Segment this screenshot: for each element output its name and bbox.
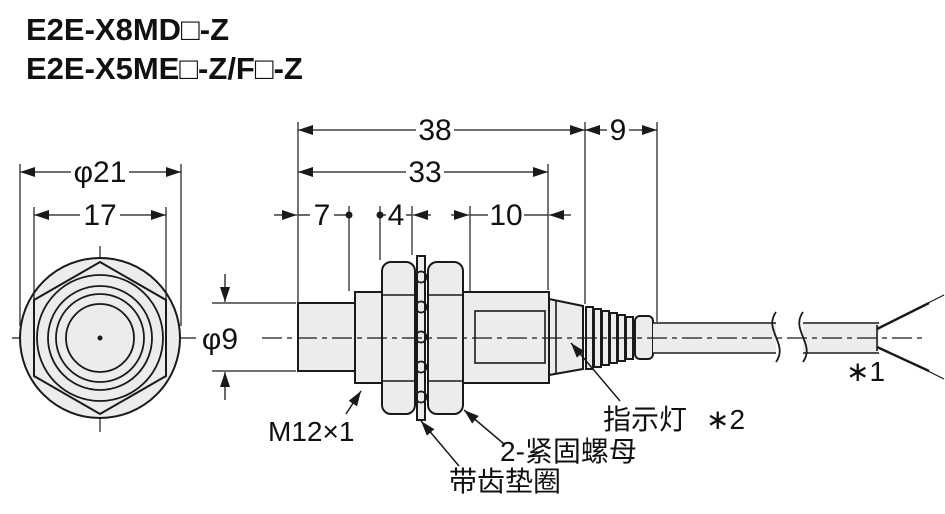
washer-tooth <box>414 270 428 284</box>
sensing-tip-cylinder <box>297 302 356 372</box>
washer-tooth <box>414 330 428 344</box>
dim-value-phi9: φ9 <box>202 323 238 356</box>
indicator-label: 指示灯 <box>603 404 687 435</box>
leader-arrow <box>463 409 505 445</box>
lead-wire-upper-tip <box>927 294 945 304</box>
front-ring-chamfer <box>36 274 164 402</box>
dimension-38: 38 <box>297 114 586 304</box>
dim-value-7: 7 <box>314 199 331 232</box>
callout-thread: M12×1 <box>268 390 362 447</box>
indicator-note: ∗2 <box>706 404 745 435</box>
product-code-line2: E2E-X5ME□-Z/F□-Z <box>26 51 303 86</box>
dimension-10: 10 <box>451 199 571 291</box>
front-ring-core <box>65 303 135 373</box>
leader-arrow <box>420 420 460 467</box>
product-code-line1: E2E-X8MD□-Z <box>26 12 230 47</box>
cable-note: ∗1 <box>846 356 885 387</box>
lead-wire-upper <box>876 301 930 331</box>
cable <box>653 294 945 380</box>
dim-value-4: 4 <box>388 199 405 232</box>
dimension-4: 4 <box>376 199 431 260</box>
dim-value-17: 17 <box>83 199 116 232</box>
dimension-9: 9 <box>585 114 658 322</box>
dim-value-9: 9 <box>610 114 627 147</box>
housing-sleeve-band <box>474 310 546 364</box>
nuts-label: 2-紧固螺母 <box>500 436 637 467</box>
lead-wire-lower-tip <box>927 370 945 380</box>
thread-label: M12×1 <box>268 416 354 447</box>
front-ring-outer <box>47 285 153 391</box>
washer-tooth <box>414 300 428 314</box>
callout-nuts: 2-紧固螺母 <box>463 409 637 467</box>
dimension-phi21: φ21 <box>19 156 182 326</box>
washer-label: 带齿垫圈 <box>449 466 561 497</box>
washer-tooth <box>414 390 428 404</box>
washer-tooth <box>414 360 428 374</box>
front-ring-middle <box>55 293 145 383</box>
dimension-phi9: φ9 <box>202 274 296 400</box>
dim-value-38: 38 <box>418 114 451 147</box>
dim-value-10: 10 <box>489 199 522 232</box>
front-center-mark <box>97 335 103 341</box>
leader-arrow <box>345 390 362 415</box>
callout-washer: 带齿垫圈 <box>420 420 561 497</box>
callout-indicator: 指示灯 ∗2 <box>570 342 745 435</box>
dimension-7: 7 <box>274 199 353 291</box>
cable-break-curve <box>771 311 781 363</box>
cable-clamp <box>548 297 584 377</box>
dim-value-phi21: φ21 <box>74 156 127 189</box>
dimension-33: 33 <box>298 156 549 290</box>
cable-break-curve <box>798 311 808 363</box>
dimension-17: 17 <box>33 199 167 301</box>
leader-arrow <box>570 342 621 402</box>
lead-wire-lower <box>876 345 930 373</box>
product-codes: E2E-X8MD□-Z E2E-X5ME□-Z/F□-Z <box>26 10 303 88</box>
front-view <box>12 246 196 432</box>
dim-value-33: 33 <box>408 156 441 189</box>
side-view <box>262 255 945 421</box>
